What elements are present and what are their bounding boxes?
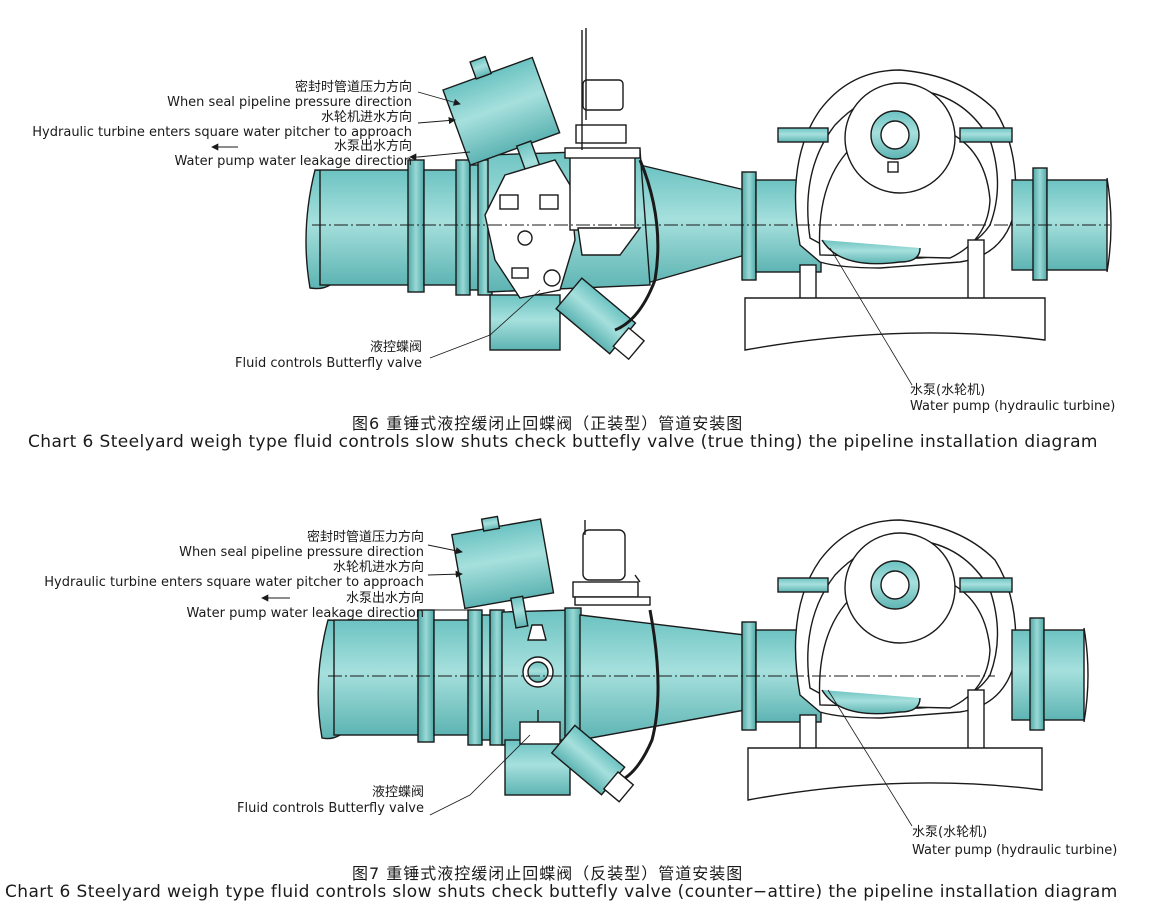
seal-direction-en-2: When seal pipeline pressure direction xyxy=(179,545,424,560)
pump-base-2 xyxy=(747,747,1043,801)
turbine-direction-en-2: Hydraulic turbine enters square water pi… xyxy=(44,575,424,590)
pump-direction-en-1: Water pump water leakage direction xyxy=(174,154,412,169)
valve-label-en-1: Fluid controls Butterfly valve xyxy=(235,356,422,371)
turbine-direction-en-1: Hydraulic turbine enters square water pi… xyxy=(32,125,412,140)
counterweight xyxy=(442,56,561,167)
pump-label-en-2: Water pump (hydraulic turbine) xyxy=(912,843,1118,858)
valve-label-en-2: Fluid controls Butterfly valve xyxy=(237,801,424,816)
pump-base xyxy=(744,297,1046,351)
pump-label-en-1: Water pump (hydraulic turbine) xyxy=(910,399,1116,414)
caption-en-1: Chart 6 Steelyard weigh type fluid contr… xyxy=(28,432,1098,452)
valve-label-cn-1: 液控蝶阀 xyxy=(369,340,422,355)
pump-label-cn-2: 水泵(水轮机) xyxy=(912,825,988,840)
turbine-direction-cn-1: 水轮机进水方向 xyxy=(320,110,412,125)
hose xyxy=(614,159,660,332)
pump-label-cn-1: 水泵(水轮机) xyxy=(910,383,986,398)
seal-direction-cn-1: 密封时管道压力方向 xyxy=(294,80,412,95)
pump-direction-en-2: Water pump water leakage direction xyxy=(186,606,424,621)
counterweight-2 xyxy=(451,518,555,610)
diagram-7 xyxy=(211,143,1089,827)
inlet-pipe-body xyxy=(319,169,416,286)
pump-direction-cn-1: 水泵出水方向 xyxy=(333,139,412,154)
caption-en-2: Chart 6 Steelyard weigh type fluid contr… xyxy=(5,882,1118,902)
seal-direction-en-1: When seal pipeline pressure direction xyxy=(167,95,412,110)
turbine-direction-cn-2: 水轮机进水方向 xyxy=(332,560,424,575)
valve-label-cn-2: 液控蝶阀 xyxy=(371,785,424,800)
caption-cn-2: 图7 重锤式液控缓闭止回蝶阀（反装型）管道安装图 xyxy=(352,864,744,883)
pump-direction-cn-2: 水泵出水方向 xyxy=(345,591,424,606)
diagram-6 xyxy=(305,28,1112,386)
control-box xyxy=(569,154,636,231)
caption-cn-1: 图6 重锤式液控缓闭止回蝶阀（正装型）管道安装图 xyxy=(352,414,744,433)
seal-direction-cn-2: 密封时管道压力方向 xyxy=(306,530,424,545)
